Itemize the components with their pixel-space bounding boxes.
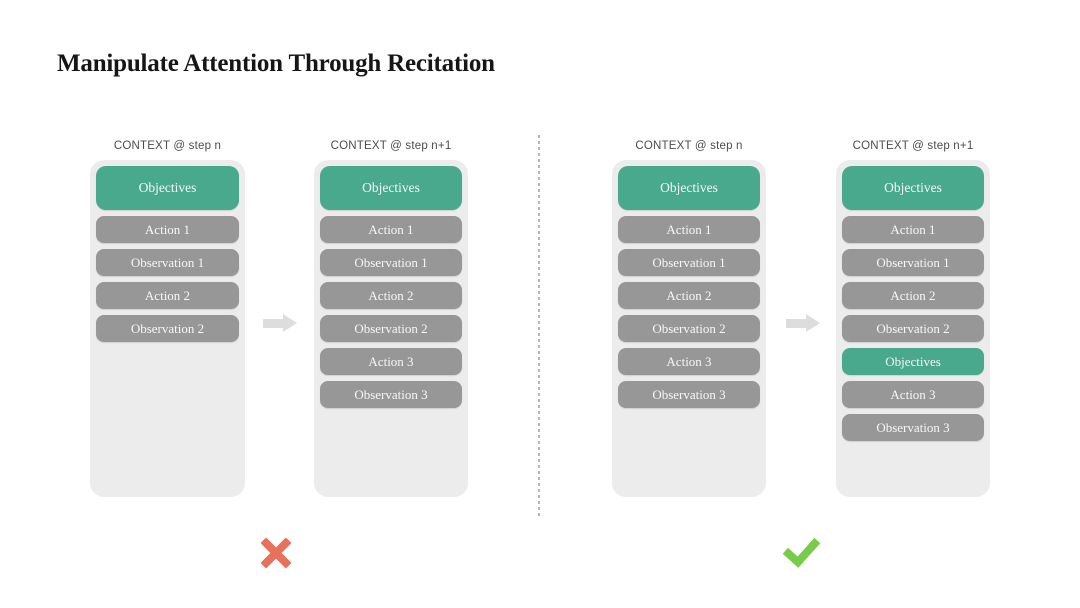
step-pill: Observation 2 [618, 315, 760, 342]
objectives-pill: Objectives [618, 166, 760, 210]
arrow-body [786, 319, 806, 328]
panel-header: CONTEXT @ step n [113, 140, 222, 152]
dashed-divider [538, 135, 540, 519]
check-icon [784, 532, 820, 568]
step-pill: Observation 2 [320, 315, 462, 342]
cross-icon [258, 535, 294, 571]
step-pill: Observation 3 [320, 381, 462, 408]
step-pill: Action 2 [320, 282, 462, 309]
arrow-head [283, 314, 297, 332]
arrow-body [263, 319, 283, 328]
step-pill: Observation 2 [96, 315, 239, 342]
step-pill: Action 1 [320, 216, 462, 243]
step-pill: Action 1 [618, 216, 760, 243]
right-arrow-icon [786, 314, 820, 333]
step-pill: Action 2 [842, 282, 984, 309]
arrow-head [806, 314, 820, 332]
step-pill: Observation 1 [96, 249, 239, 276]
step-pill: Observation 2 [842, 315, 984, 342]
objectives-pill: Objectives [96, 166, 239, 210]
step-pill: Action 3 [842, 381, 984, 408]
objectives-pill: Objectives [320, 166, 462, 210]
step-pill: Observation 1 [320, 249, 462, 276]
step-pill: Observation 3 [842, 414, 984, 441]
panel-header: CONTEXT @ step n+1 [852, 140, 974, 152]
step-pill: Action 2 [618, 282, 760, 309]
step-pill: Observation 1 [618, 249, 760, 276]
step-pill: Observation 1 [842, 249, 984, 276]
step-pill: Action 3 [618, 348, 760, 375]
panel-header: CONTEXT @ step n [635, 140, 743, 152]
right-arrow-icon [263, 314, 297, 333]
step-pill: Action 1 [842, 216, 984, 243]
step-pill: Action 1 [96, 216, 239, 243]
objectives-pill: Objectives [842, 166, 984, 210]
step-pill: Action 3 [320, 348, 462, 375]
page-title: Manipulate Attention Through Recitation [57, 50, 495, 77]
step-pill: Action 2 [96, 282, 239, 309]
objectives-pill: Objectives [842, 348, 984, 375]
step-pill: Observation 3 [618, 381, 760, 408]
panel-header: CONTEXT @ step n+1 [330, 140, 452, 152]
